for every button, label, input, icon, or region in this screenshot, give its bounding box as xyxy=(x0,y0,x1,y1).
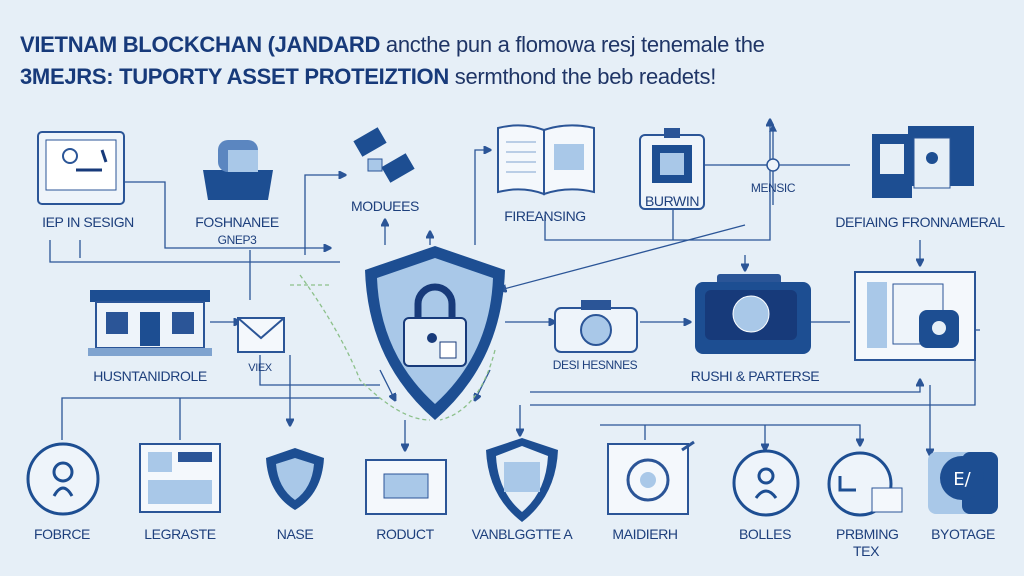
compass-icon xyxy=(766,158,780,172)
node-label: FOBRCE xyxy=(34,526,90,542)
node-sublabel: GNEP3 xyxy=(217,233,257,247)
title-rest: ancthe pun a flomowa resj tenemale the xyxy=(385,32,765,57)
title-bold: 3MEJRS: TUPORTY ASSET PROTEIZTION xyxy=(20,64,449,89)
person-circle-icon xyxy=(732,449,800,517)
person-circle-icon xyxy=(26,442,100,516)
svg-text:E/: E/ xyxy=(953,469,971,490)
node-label: NASE xyxy=(276,526,314,542)
clock-document-icon xyxy=(827,451,903,517)
node-label: VANBLGGTTE A xyxy=(471,526,573,542)
node-label: MAIDIERH xyxy=(612,526,678,542)
modules-icon xyxy=(353,127,415,183)
node-label: MENSIC xyxy=(750,181,796,195)
node-label: BYOTAGE xyxy=(931,526,995,542)
node-label: DESI HESNNES xyxy=(552,358,638,372)
book-icon xyxy=(497,124,595,196)
camera-icon xyxy=(554,300,638,353)
translate-icon: E/ xyxy=(928,452,998,514)
title-line-1: VIETNAM BLOCKCHAN (JANDARD ancthe pun a … xyxy=(20,32,765,58)
node-label: RODUCT xyxy=(376,526,434,542)
id-card-icon xyxy=(872,126,974,198)
node-label: RUSHI & PARTERSE xyxy=(690,368,820,384)
safe-box-icon xyxy=(695,274,811,354)
monitor-icon xyxy=(37,131,125,205)
node-label: FIREANSING xyxy=(504,208,586,224)
node-label: MODUEES xyxy=(351,198,419,214)
node-label: PRBMING TEX xyxy=(836,526,899,559)
title-rest: sermthond the beb readets! xyxy=(454,64,717,89)
node-label: FOSHNANEE xyxy=(195,214,279,230)
shield-badge-icon xyxy=(266,448,324,510)
node-label: HUSNTANIDROLE xyxy=(93,368,207,384)
dashboard-icon xyxy=(139,443,221,513)
node-label: LEGRASTE xyxy=(144,526,216,542)
node-label: VIEX xyxy=(248,362,272,374)
title-line-2: 3MEJRS: TUPORTY ASSET PROTEIZTION sermth… xyxy=(20,64,716,90)
envelope-icon xyxy=(237,317,285,353)
shield-document-icon xyxy=(203,140,273,200)
title-bold: VIETNAM BLOCKCHAN (JANDARD xyxy=(20,32,381,57)
node-label: BURWIN xyxy=(644,193,700,209)
document-panel-icon xyxy=(854,271,976,361)
node-label: BOLLES xyxy=(738,526,792,542)
shield-grid-icon xyxy=(486,438,558,522)
bank-building-icon xyxy=(88,290,212,356)
target-panel-icon xyxy=(607,440,695,515)
badge-icon xyxy=(639,128,705,210)
node-label: IEP IN SESIGN xyxy=(42,214,134,230)
node-label: DEFIAING FRONNAMERAL xyxy=(835,214,1005,230)
shield-lock-icon xyxy=(365,246,505,420)
product-box-icon xyxy=(365,459,447,515)
